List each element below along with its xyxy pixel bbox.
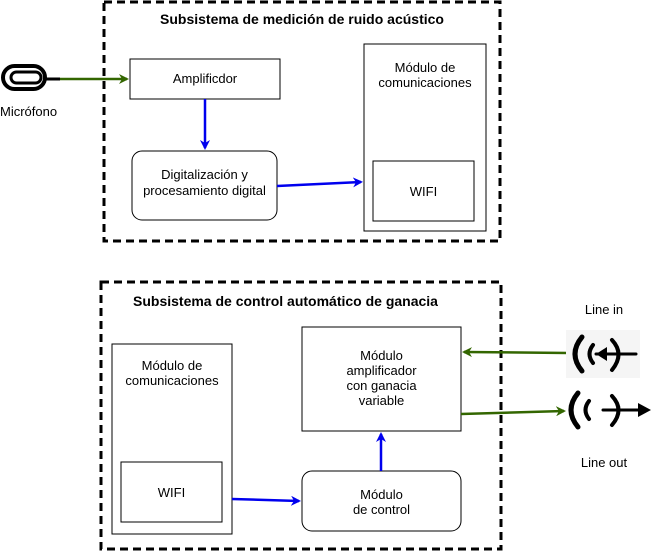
arrow-dig-to-com bbox=[276, 177, 363, 188]
modulo-amplificador-box bbox=[301, 326, 462, 432]
amplificador-label: Amplificdor bbox=[172, 71, 238, 86]
line-out-label: Line out bbox=[580, 455, 628, 470]
modulo-com-top-label: Módulo de comunicaciones bbox=[378, 60, 472, 90]
line-in-icon bbox=[566, 330, 640, 378]
modulo-control-label: Módulo de control bbox=[352, 487, 411, 517]
arrow-amp-to-lineout bbox=[460, 406, 566, 417]
microphone-icon bbox=[1, 64, 60, 91]
wifi-bottom-box bbox=[120, 461, 223, 523]
modulo-com-bottom-label: Módulo de comunicaciones bbox=[125, 358, 219, 388]
noise-subsystem-frame bbox=[102, 0, 502, 243]
digitalizacion-label: Digitalización y procesamiento digital bbox=[143, 167, 266, 198]
agc-subsystem-frame bbox=[99, 280, 503, 551]
line-in-label: Line in bbox=[584, 302, 624, 317]
microfono-label: Micrófono bbox=[0, 104, 58, 119]
arrow-wifi-to-control bbox=[231, 495, 301, 506]
amplificador-box bbox=[129, 58, 281, 100]
noise-subsystem-title: Subsistema de medición de ruido acústico bbox=[160, 11, 444, 27]
line-out-icon bbox=[568, 390, 651, 430]
arrow-linein-to-amp bbox=[462, 347, 569, 358]
wifi-bottom-label: WIFI bbox=[157, 485, 186, 500]
agc-subsystem-title: Subsistema de control automático de gana… bbox=[133, 293, 438, 309]
modulo-amplificador-label: Módulo amplificador con ganacia variable bbox=[346, 348, 417, 408]
wifi-top-label: WIFI bbox=[409, 184, 438, 199]
wifi-top-box bbox=[372, 160, 475, 222]
